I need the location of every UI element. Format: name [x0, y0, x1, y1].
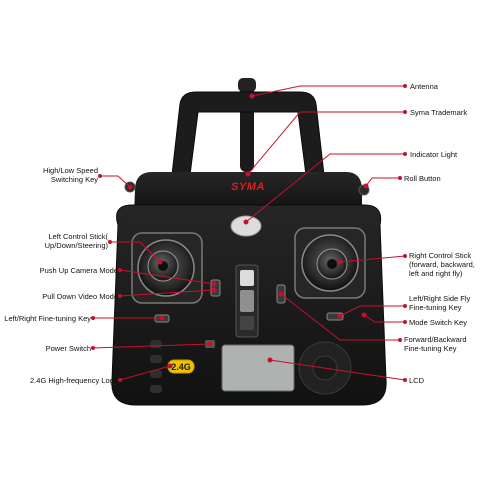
label-indicator-light: Indicator Light: [410, 150, 458, 159]
leader-lcd: [269, 359, 406, 381]
leader-right-stick: [339, 255, 406, 263]
label-lcd: LCD: [409, 376, 425, 385]
label-speed-switch: High/Low Speed Switching Key: [42, 166, 98, 184]
label-power-switch: Power Switch: [45, 344, 91, 353]
label-antenna: Antenna: [410, 82, 438, 91]
right-stick-gimbal: [294, 227, 366, 299]
label-mode-switch: Mode Switch Key: [409, 318, 467, 327]
indicator-light-part: [230, 215, 262, 237]
leader-camera: [119, 269, 215, 285]
leader-indicator: [245, 153, 405, 223]
leader-dots: [91, 84, 407, 382]
leader-antenna: [251, 85, 405, 97]
upper-body: [134, 172, 362, 215]
leader-roll: [365, 177, 400, 187]
label-right-stick: Right Control Stick (forward, backward, …: [409, 251, 475, 278]
leader-left-stick: [110, 241, 161, 263]
leader-mode: [363, 314, 405, 323]
label-freq-logo: 2.4G High-frequency Logo: [30, 376, 118, 385]
left-stick-gimbal: [131, 232, 203, 304]
label-camera-mode: Push Up Camera Mode: [39, 266, 118, 275]
center-switch-panel: [235, 264, 259, 338]
leader-freq: [119, 365, 171, 381]
label-left-stick: Left Control Stick( Up/Down/Steering): [44, 232, 108, 250]
leader-lr-right: [339, 305, 405, 317]
syma-logo: SYMA: [231, 181, 265, 193]
leader-speed: [100, 175, 131, 188]
label-lr-fine-tuning-left: Left/Right Fine-tuning Key: [4, 314, 91, 323]
label-trademark: Syma Trademark: [410, 108, 468, 117]
freq-badge-text: 2.4G: [171, 362, 191, 372]
leader-fwd-bwd: [280, 293, 400, 341]
lcd-screen: [221, 344, 295, 392]
leader-video: [119, 289, 215, 297]
label-lr-side-fly: Left/Right Side Fly Fine-tuning Key: [409, 294, 471, 312]
label-fwd-bwd: Forward/Backward Fine-tuning Key: [404, 335, 467, 353]
label-roll-button: Roll Button: [404, 174, 441, 183]
leader-lines: [92, 85, 406, 381]
leader-power: [92, 343, 211, 349]
leader-trademark: [247, 111, 405, 175]
label-video-mode: Pull Down Video Mode: [42, 292, 118, 301]
